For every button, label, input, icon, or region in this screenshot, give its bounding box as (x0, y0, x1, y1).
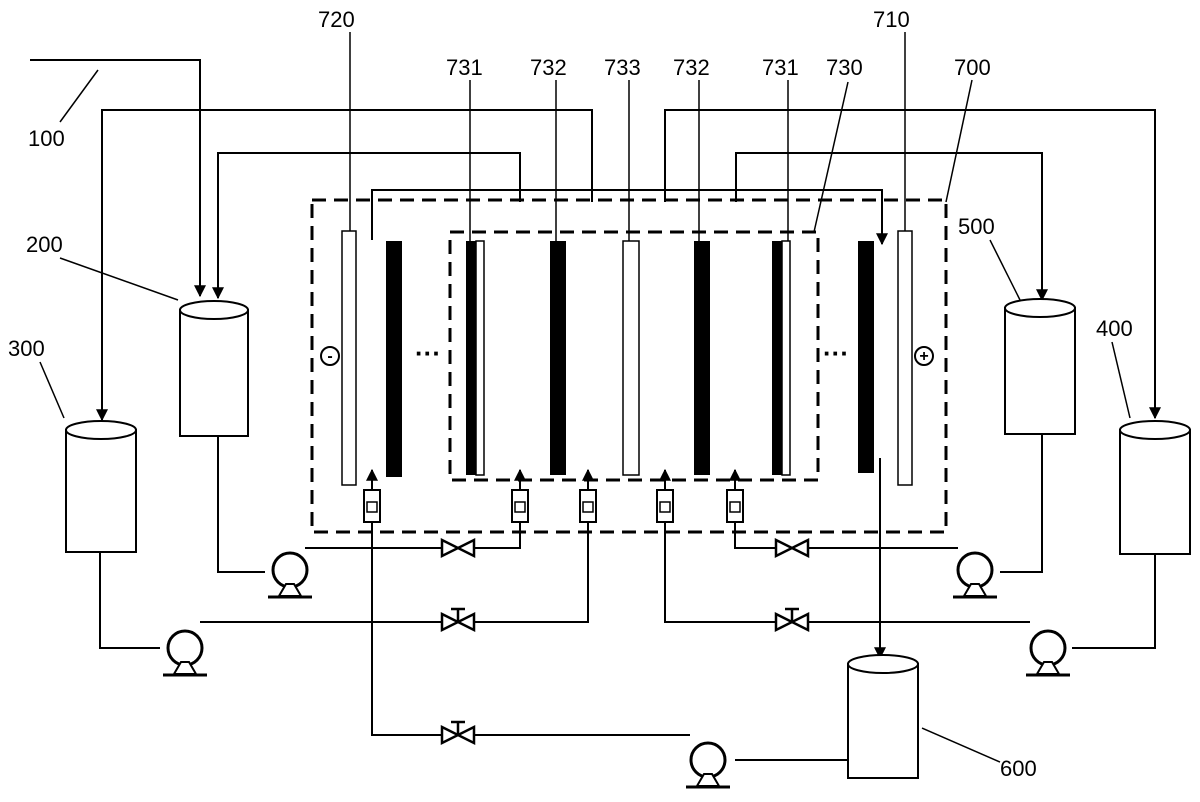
pump-600 (684, 741, 732, 789)
label-600: 600 (1000, 756, 1037, 781)
pumps (161, 551, 1072, 789)
flowmeter-2 (579, 489, 597, 523)
flowmeter-electrode-rinse (363, 489, 381, 523)
label-732-right: 732 (673, 55, 710, 80)
label-710: 710 (873, 7, 910, 32)
flowmeter-3 (656, 489, 674, 523)
cathode-sign: - (327, 348, 332, 365)
label-733: 733 (604, 55, 641, 80)
anode-sign: + (919, 348, 928, 365)
flowmeter-1 (511, 489, 529, 523)
label-100: 100 (28, 126, 65, 151)
pump-500 (951, 551, 999, 599)
reference-numerals: 720 710 731 732 733 732 731 730 700 100 … (8, 7, 1133, 781)
tank-400 (1119, 420, 1191, 555)
label-720: 720 (318, 7, 355, 32)
anode-710 (897, 230, 913, 486)
valve-500 (774, 538, 810, 558)
piping-network (30, 59, 1161, 761)
ellipsis-left: ··· (415, 338, 441, 368)
label-732-left: 732 (530, 55, 567, 80)
pump-300 (161, 629, 209, 677)
stack-700: - + ··· ··· (310, 198, 948, 534)
membrane-outer-right (858, 241, 874, 473)
ellipsis-right: ··· (823, 338, 849, 368)
leader-lines (39, 32, 1131, 763)
valve-200 (440, 538, 476, 558)
label-200: 200 (26, 232, 63, 257)
valves (440, 538, 810, 745)
label-730: 730 (826, 55, 863, 80)
flowmeters (363, 489, 744, 523)
label-731-right: 731 (762, 55, 799, 80)
membrane-732-right (694, 241, 710, 475)
membrane-731-left (466, 241, 476, 475)
cathode-720 (341, 230, 357, 486)
membrane-731-right (772, 241, 782, 475)
tank-200 (179, 300, 249, 437)
label-300: 300 (8, 336, 45, 361)
tank-300 (65, 420, 137, 553)
flowmeter-4 (726, 489, 744, 523)
tank-500 (1004, 298, 1076, 435)
membrane-732-left (550, 241, 566, 475)
label-400: 400 (1096, 316, 1133, 341)
membrane-outer-left (386, 241, 402, 477)
pump-200 (266, 551, 314, 599)
tank-600 (847, 654, 919, 779)
pump-400 (1024, 629, 1072, 677)
label-500: 500 (958, 214, 995, 239)
label-731-left: 731 (446, 55, 483, 80)
label-700: 700 (954, 55, 991, 80)
membrane-733 (622, 240, 640, 476)
